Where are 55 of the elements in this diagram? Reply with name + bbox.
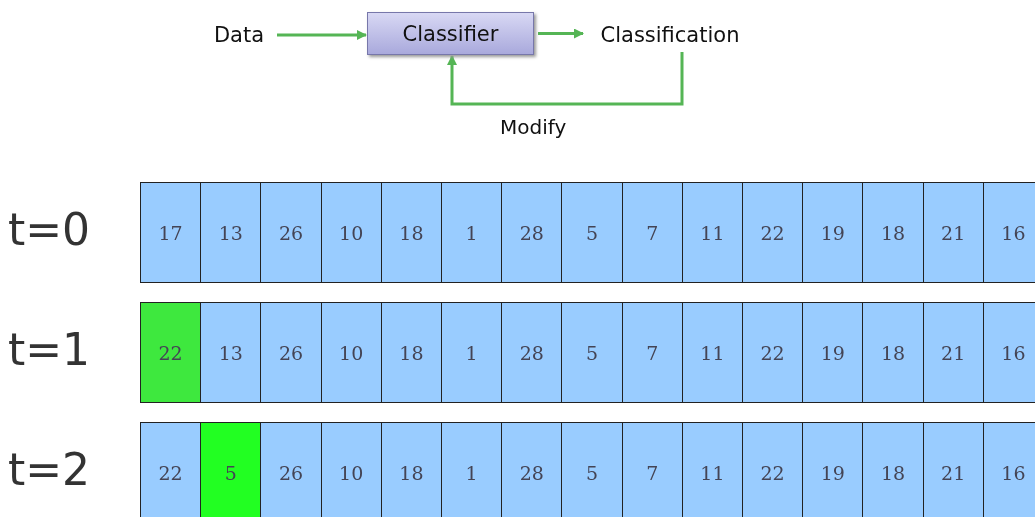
input-label: Data [205, 18, 273, 52]
array-cell: 16 [982, 302, 1035, 403]
array-cell: 5 [200, 422, 262, 517]
array-cell: 22 [742, 422, 804, 517]
array-cell: 10 [320, 302, 382, 403]
array-cell: 13 [200, 302, 262, 403]
array-cell: 22 [140, 422, 202, 517]
array-cell: 18 [862, 182, 924, 283]
array-cell: 5 [561, 422, 623, 517]
output-label: Classification [584, 18, 756, 52]
array-cell: 19 [802, 302, 864, 403]
array-cell: 28 [501, 422, 563, 517]
array-cell: 5 [561, 182, 623, 283]
array-cell: 26 [260, 302, 322, 403]
time-step-label: t=0 [8, 204, 91, 255]
array-cell: 7 [621, 302, 683, 403]
array-cell: 22 [140, 302, 202, 403]
array-cell: 13 [200, 182, 262, 283]
array-cell: 26 [260, 182, 322, 283]
time-step-label: t=1 [8, 324, 91, 375]
array-cell: 17 [140, 182, 202, 283]
array-cell: 28 [501, 302, 563, 403]
array-cell: 7 [621, 182, 683, 283]
arrow [277, 30, 367, 40]
array-cell: 10 [320, 422, 382, 517]
process-box: Classifier [367, 12, 534, 55]
edge-label: Modify [500, 114, 567, 141]
array-cell: 19 [802, 182, 864, 283]
array-cell: 22 [742, 302, 804, 403]
array-cell: 28 [501, 182, 563, 283]
array-cell: 21 [922, 182, 984, 283]
array-cell: 19 [802, 422, 864, 517]
array-cell: 11 [681, 422, 743, 517]
array-cell: 10 [320, 182, 382, 283]
array-cell: 16 [982, 422, 1035, 517]
array-cell: 7 [621, 422, 683, 517]
array-cell: 11 [681, 302, 743, 403]
array-cell: 18 [380, 302, 442, 403]
array-cell: 21 [922, 302, 984, 403]
array-cell: 26 [260, 422, 322, 517]
array-cell: 18 [862, 302, 924, 403]
arrow [447, 52, 684, 106]
array-cell: 5 [561, 302, 623, 403]
array-cell: 18 [380, 422, 442, 517]
array-cell: 18 [862, 422, 924, 517]
array-cell: 16 [982, 182, 1035, 283]
array-cell: 1 [441, 302, 503, 403]
array-cell: 21 [922, 422, 984, 517]
array-cell: 1 [441, 422, 503, 517]
array-cell: 1 [441, 182, 503, 283]
arrow [538, 28, 584, 39]
time-step-label: t=2 [8, 444, 91, 495]
array-cell: 22 [742, 182, 804, 283]
array-cell: 18 [380, 182, 442, 283]
array-cell: 11 [681, 182, 743, 283]
